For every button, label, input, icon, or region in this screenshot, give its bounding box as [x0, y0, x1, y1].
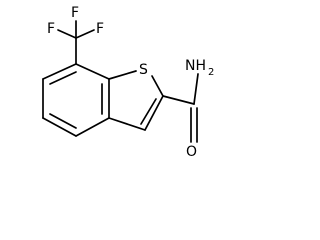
- bond-s-c2: [151, 75, 164, 97]
- bond-c-f-left: [57, 29, 77, 39]
- bond-carbonyl-n: [193, 73, 199, 105]
- bond-benz-c7a-c7: [75, 63, 110, 80]
- bond-c2-carbonyl: [162, 95, 195, 105]
- bond-c2-c3: [144, 95, 164, 131]
- fluorine-right-label: F: [96, 21, 104, 37]
- bond-c3-c3a: [108, 117, 146, 131]
- bond-c7a-s: [108, 70, 137, 80]
- bond-benz-c5-c4: [42, 117, 77, 137]
- fluorine-top-label: F: [71, 5, 79, 21]
- amine-label: NH: [185, 58, 206, 74]
- amine-subscript-label: 2: [208, 67, 214, 78]
- atom-labels: F F F S O NH 2: [47, 5, 214, 160]
- bond-benz-c4-c3a: [75, 117, 110, 137]
- oxygen-label: O: [186, 144, 197, 160]
- bond-benz-c7-c6: [42, 63, 77, 80]
- bond-lines: [42, 20, 199, 143]
- bond-benz-double-1: [49, 71, 77, 85]
- bond-c2-c3-double: [140, 98, 157, 125]
- chemical-structure-diagram: F F F S O NH 2: [42, 5, 214, 160]
- bond-benz-double-2: [49, 113, 77, 129]
- bond-c-f-right: [75, 29, 95, 39]
- sulfur-label: S: [139, 62, 148, 78]
- fluorine-left-label: F: [47, 21, 55, 37]
